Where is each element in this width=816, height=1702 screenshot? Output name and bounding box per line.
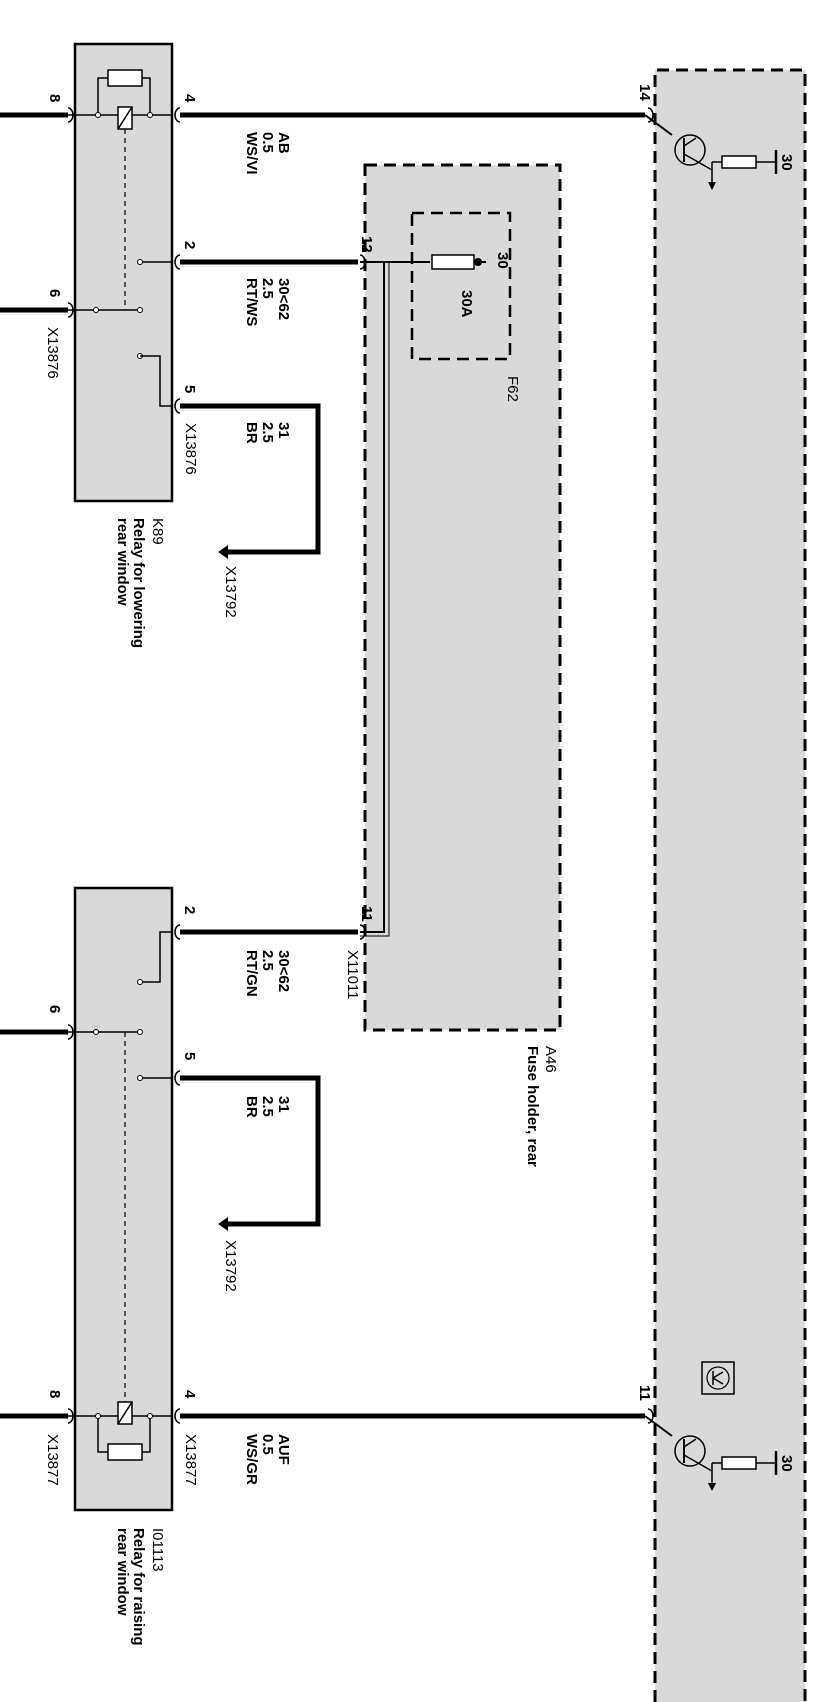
ground-icon — [218, 545, 228, 1231]
pin-label: 6 — [46, 289, 63, 297]
ground-label: X13792 — [222, 566, 239, 618]
transistor-icon — [644, 1415, 778, 1491]
wire-signal: 31 — [275, 422, 292, 439]
relay-lower-internals — [68, 69, 172, 407]
component-id: A46 — [542, 1046, 559, 1073]
component-desc: rear window — [114, 518, 131, 606]
wire-size: 0.5 — [259, 1434, 276, 1455]
wire-signal: AB — [275, 132, 292, 154]
pin-label: 2 — [181, 906, 198, 914]
component-id: I01113 — [149, 1528, 166, 1572]
component-desc: Fuse holder, rear — [524, 1046, 541, 1167]
wire-size: 2.5 — [259, 278, 276, 299]
terminal-label: 30 — [778, 154, 795, 171]
wire-color: BR — [243, 1096, 260, 1118]
fuse-internal-wiring — [360, 254, 486, 937]
wire-signal: 31 — [275, 1096, 292, 1113]
fuse-rating: 30A — [458, 290, 475, 318]
ground-label: X13792 — [222, 1240, 239, 1292]
connector-label: X13876 — [44, 327, 61, 379]
wire-color: WS/VI — [243, 132, 260, 175]
wire-size: 2.5 — [259, 422, 276, 443]
terminal-label: 30 — [778, 1455, 795, 1472]
fuse-terminal: 30 — [494, 252, 511, 269]
pin-label: 5 — [181, 1052, 198, 1060]
pin-label: 5 — [181, 385, 198, 393]
component-desc: Relay for raising — [130, 1528, 147, 1646]
wire-signal: AUF — [275, 1434, 292, 1465]
wire-color: RT/GN — [243, 950, 260, 997]
wire-size: 0.5 — [259, 132, 276, 153]
wires — [0, 112, 645, 1419]
pin-label: 4 — [181, 1390, 198, 1399]
pin-label: 4 — [181, 94, 198, 103]
fuse-icon — [431, 254, 475, 270]
connector-label: X13876 — [182, 423, 199, 475]
wire-size: 2.5 — [259, 1096, 276, 1117]
fuse-holder-box — [363, 163, 562, 1032]
pin-label: 12 — [358, 236, 375, 253]
pin-label: 2 — [181, 241, 198, 249]
pin-label: 11 — [358, 906, 375, 922]
component-desc: rear window — [114, 1528, 131, 1616]
pin-label: 6 — [46, 1005, 63, 1013]
wire-signal: 30<62 — [275, 950, 292, 992]
wire-color: BR — [243, 422, 260, 444]
wire-color: WS/GR — [243, 1434, 260, 1485]
pin-label: 14 — [636, 84, 653, 101]
fuse-id: F62 — [504, 376, 521, 402]
connector-label: X11011 — [344, 950, 361, 1000]
connector-marks — [67, 107, 654, 1424]
component-desc: Relay for lowering — [130, 518, 147, 648]
semiconductor-symbol-icon — [701, 1361, 735, 1395]
pin-label: 8 — [46, 1390, 63, 1398]
wire-signal: 30<62 — [275, 278, 292, 320]
pin-label: 8 — [46, 94, 63, 102]
relay-raise-internals — [68, 931, 172, 1461]
connector-label: X13877 — [44, 1434, 61, 1486]
wire-color: RT/WS — [243, 278, 260, 326]
transistor-icon — [644, 114, 778, 190]
control-module — [653, 68, 807, 1702]
component-id: K89 — [149, 518, 166, 545]
connector-label: X13877 — [182, 1434, 199, 1486]
wire-size: 2.5 — [259, 950, 276, 971]
pin-label: 11 — [636, 1385, 653, 1401]
